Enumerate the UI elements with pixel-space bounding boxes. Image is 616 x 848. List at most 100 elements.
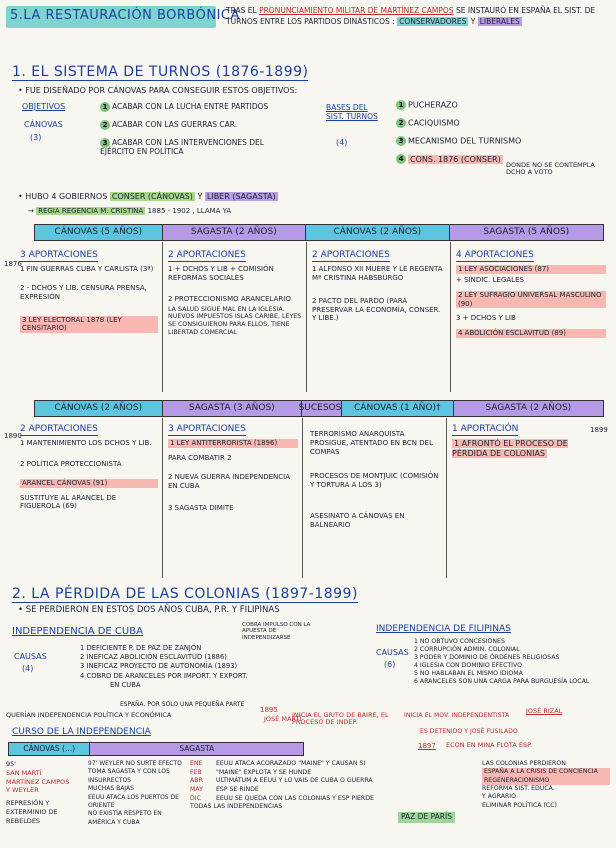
col6-item: 3 SAGASTA DIMITE (168, 504, 234, 513)
intro-part-2: SE INSTAURÓ EN ESPAÑA EL SIST. DE TURNOS… (226, 6, 596, 26)
col7-item: ASESINATO A CÁNOVAS EN BALNEARIO (310, 511, 405, 529)
col1-item: 1 FIN GUERRAS CUBA Y CARLISTA (3ª) (20, 265, 154, 274)
col3-item: 1 ALFONSO XII MUERE Y LE REGENTA Mª CRIS… (312, 265, 443, 282)
curso-title: CURSO DE LA INDEPENDENCIA (12, 727, 151, 737)
bullet2-liber: LIBER (SAGASTA) (204, 192, 278, 201)
cuba-note: COBRA IMPULSO CON LA APUESTA DE INDEPEND… (242, 622, 311, 641)
fil-right-item: REFORMA SIST. EDUCA. (482, 785, 555, 793)
bottom-mid-item: NO EXISTÍA RESPETO EN AMÉRICA Y CUBA (88, 810, 162, 826)
band2-sagasta-1: SAGASTA (3 AÑOS) (162, 401, 302, 416)
col4-item: 3 + DCHOS Y LIB (456, 314, 516, 323)
col4-heading: 4 APORTACIONES (456, 250, 534, 263)
band2-canovas-2: CÁNOVAS (1 AÑO)† (341, 401, 454, 416)
month-text: ULTIMÁTUM A EEUU Y LO VAIS DE CUBA O GUE… (216, 777, 373, 785)
bases-label: BASES DEL SIST. TURNOS (326, 103, 378, 121)
intro-highlight: PRONUNCIAMIENTO MILITAR DE MARTÍNEZ CAMP… (259, 6, 454, 15)
intro-liberales: LIBERALES (477, 16, 522, 26)
fil-rizal-b: JOSÉ RIZAL (526, 707, 563, 715)
section2-title: 2. LA PÉRDIDA DE LAS COLONIAS (1897-1899… (12, 586, 358, 604)
fil-right-item: ELIMINAR POLÍTICA (CC) (482, 801, 557, 809)
band3-sagasta: SAGASTA (90, 743, 303, 755)
bottom-left-item: REPRESIÓN Y EXTERMINIO DE REBELDES (6, 799, 58, 825)
col5-item: SUSTITUYE AL ARANCEL DE FIGUEROLA (69) (20, 493, 117, 511)
col2-item: LA SALUD SIGUE MAL EN LA IGLESIA. NUEVOS… (168, 305, 302, 337)
bottom-mid-item: EEUU ATACA LOS PUERTOS DE ORIENTE (88, 793, 179, 809)
filipinas-causas: CAUSAS (376, 648, 409, 657)
col7-sucesos: TERRORISMO ANARQUISTA PROSIGUE, ATENTADO… (310, 430, 440, 531)
regencia-years: 1885 - 1902 , LLAMA YA (147, 207, 232, 215)
num-badge: 3 (100, 138, 110, 148)
bases-count: (4) (336, 138, 348, 147)
timeline-band-3: CÁNOVAS (...) SAGASTA (8, 742, 304, 756)
section1-bullet1-text: FUE DISEÑADO POR CÁNOVAS PARA CONSEGUIR … (25, 86, 298, 95)
num-badge: 2 (396, 118, 406, 128)
section1-bullet1: • FUE DISEÑADO POR CÁNOVAS PARA CONSEGUI… (18, 86, 298, 95)
bottom-mid: 97' WEYLER NO SURTE EFECTO TOMA SAGASTA … (88, 760, 186, 827)
filipinas-right: LAS COLONIAS PERDIERON ESPAÑA A LA CRISI… (482, 760, 610, 810)
col6-item: 1 LEY ANTITERRORISTA (1896) (168, 439, 298, 448)
col5-item: 1 MANTENIMIENTO LOS DCHOS Y LIB. (20, 439, 152, 448)
page-title: 5.LA RESTAURACIÓN BORBÓNICA (10, 8, 240, 23)
section1-bullet2: • HUBO 4 GOBIERNOS CONSER (CÁNOVAS) Y LI… (18, 192, 278, 201)
intro-conservadores: CONSERVADORES (397, 16, 469, 26)
num-badge: 1 (396, 100, 406, 110)
month-row: FEB"MAINE" EXPLOTA Y SE HUNDE (190, 769, 390, 778)
band2-end: 1899 (590, 426, 608, 434)
bottom-mid-item: TOMA SAGASTA Y CON LOS INSURRECTOS (88, 768, 170, 784)
col2-heading: 2 APORTACIONES (168, 250, 246, 263)
fil-rizal-a: INICIA EL MOV. INDEPENDENTISTA (404, 712, 510, 719)
filipinas-cause-item: 5 NO HABLABAN EL MISMO IDIOMA (414, 670, 523, 678)
section2-bullet-text: SE PERDIERON EN ESTOS DOS AÑOS CUBA, P.R… (25, 605, 280, 615)
section1-title: 1. EL SISTEMA DE TURNOS (1876-1899) (12, 64, 309, 82)
num-badge: 2 (100, 120, 110, 130)
band2-canovas-1: CÁNOVAS (2 AÑOS) (35, 401, 163, 416)
col6-heading: 3 APORTACIONES (168, 424, 246, 437)
month-text: "MAINE" EXPLOTA Y SE HUNDE (216, 768, 312, 776)
fil-right-item: Y AGRARIO (482, 793, 516, 801)
col-divider (450, 242, 451, 392)
band1-canovas-1: CÁNOVAS (5 AÑOS) (35, 225, 163, 240)
cuba-cause-item: 1 DEFICIENTE P. DE PAZ DE ZANJÓN (80, 644, 202, 652)
col3-item: 2 PACTO DEL PARDO (PARA PRESERVAR LA ECO… (312, 296, 441, 323)
regencia-line: → REGIA REGENCIA M. CRISTINA 1885 - 1902… (28, 207, 232, 215)
bottom-left-year: 95' (6, 760, 17, 768)
col6-item: 2 NUEVA GUERRA INDEPENDENCIA EN CUBA (168, 472, 291, 490)
col-divider (162, 242, 163, 392)
col2-item: 2 PROTECCIONISMO ARANCELARIO (168, 294, 291, 303)
month-text: EEUU SE QUEDA CON LAS COLONIAS Y ESP PIE… (190, 794, 374, 811)
filipinas-cause-item: 3 PODER Y DOMINIO DE ÓRDENES RELIGIOSAS (414, 654, 560, 662)
col1-item: 2 - DCHOS Y LIB. CENSURA PRENSA, EXPRESI… (20, 284, 147, 301)
objetivo-text: ACABAR CON LAS GUERRAS CAR. (112, 120, 238, 129)
col5-heading: 2 APORTACIONES (20, 424, 98, 437)
cuba-line1-text: QUERÍAN INDEPENDENCIA POLÍTICA Y ECONÓMI… (6, 711, 172, 719)
bottom-mid-item: 97' WEYLER NO SURTE EFECTO (88, 760, 182, 767)
objetivo-text: ACABAR CON LA LUCHA ENTRE PARTIDOS (112, 102, 269, 111)
canovas-count: (3) (30, 133, 42, 142)
col4-sagasta: 4 APORTACIONES 1 LEY ASOCIACIONES (87) +… (456, 250, 606, 340)
band3-canovas: CÁNOVAS (...) (9, 743, 91, 755)
objetivo-text: ACABAR CON LAS INTERVENCIONES DEL EJÉRCI… (100, 138, 264, 156)
num-badge: 3 (396, 136, 406, 146)
filipinas-cause-item: 1 NO OBTUVO CONCESIONES (414, 638, 505, 645)
col7-item: PROCESOS DE MONTJUIC (COMISIÓN Y TORTURA… (310, 472, 439, 489)
base-text: CONS. 1876 (CONSER) (408, 154, 503, 164)
month-text: EEUU ATACA ACORAZADO "MAINE" Y CAUSAN SI (216, 760, 366, 767)
col1-canovas: 3 APORTACIONES 1 FIN GUERRAS CUBA Y CARL… (20, 250, 158, 335)
col8-sagasta: 1 APORTACIÓN 1 AFRONTÓ EL PROCESO DE PÉR… (452, 424, 602, 461)
intro-text: TRAS EL PRONUNCIAMIENTO MILITAR DE MARTÍ… (226, 6, 610, 28)
col2-item: 1 + DCHOS Y LIB + COMISIÓN REFORMAS SOCI… (168, 265, 274, 282)
col5-item: ARANCEL CÁNOVAS (91) (20, 478, 158, 488)
cuba-cause-item: 2 INEFICAZ ABOLICIÓN ESCLAVITUD (1886) (80, 653, 227, 662)
bottom-mid-item: MUCHAS BAJAS (88, 785, 134, 793)
month-label: DIC (190, 794, 201, 802)
cuba-cause-item: 4 COBRO DE ARANCELES POR IMPORT. Y EXPOR… (80, 671, 248, 680)
